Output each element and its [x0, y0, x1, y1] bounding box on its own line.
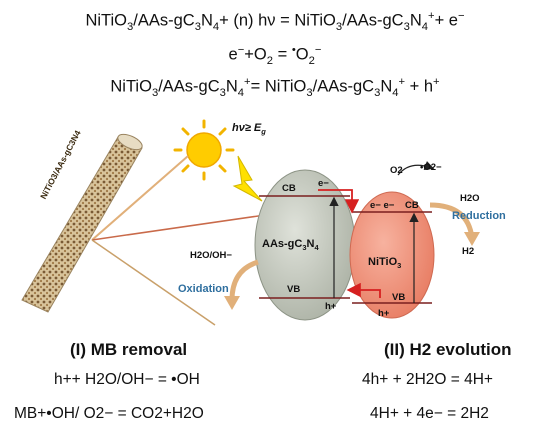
- o2-reduction-arrow: [397, 161, 435, 176]
- section-mb-eq1: h++ H2O/OH− = •OH: [54, 371, 200, 388]
- nto-electrons-label: e− e−: [370, 200, 395, 211]
- equation-hole: NiTiO3/AAs-gC3N4+= NiTiO3/AAs-gC3N4+ + h…: [110, 76, 440, 99]
- o2-label: O2: [390, 165, 403, 176]
- gcn-cb-label: CB: [282, 183, 296, 194]
- sun-icon: [173, 119, 235, 181]
- gcn-hole-label: h+: [325, 301, 337, 312]
- nitio3-particle: [349, 191, 435, 319]
- nto-cb-label: CB: [405, 200, 419, 211]
- superoxide-label: •O2−: [420, 162, 442, 173]
- section-mb-removal-title: (I) MB removal: [70, 340, 188, 359]
- oxidation-label: Oxidation: [178, 283, 229, 295]
- equation-superoxide: e−+O2 = •O2−: [228, 44, 322, 67]
- light-ray-lower: [91, 239, 216, 326]
- gcn-electron-label: e−: [318, 178, 329, 189]
- electron-transfer-arrow: [318, 189, 360, 214]
- catalyst-rod: [21, 133, 143, 313]
- hole-transfer-arrow: [346, 282, 381, 298]
- light-ray-to-particle: [91, 214, 266, 241]
- light-ray-upper: [91, 155, 189, 241]
- equation-photoexcitation: NiTiO3/AAs-gC3N4+ (n) hν = NiTiO3/AAs-gC…: [85, 10, 465, 33]
- oxidation-arrowhead: [224, 296, 240, 310]
- h2o-label: H2O: [460, 193, 480, 204]
- nto-name-label: NiTiO3: [368, 256, 402, 271]
- nto-hole-label: h+: [378, 308, 390, 319]
- reduction-label: Reduction: [452, 210, 506, 222]
- nto-vb-label: VB: [392, 292, 406, 303]
- gcn-name-label: AAs-gC3N4: [262, 238, 319, 253]
- section-mb-eq2: MB+•OH/ O2− = CO2+H2O: [14, 405, 204, 422]
- section-h2-title: (II) H2 evolution: [384, 340, 512, 359]
- light-energy-label: hν≥ Eg: [232, 122, 266, 137]
- lightning-bolt-icon: [232, 155, 263, 202]
- h2-label: H2: [462, 246, 475, 257]
- oxidation-arrow: [229, 259, 259, 301]
- reduction-arrowhead: [464, 232, 480, 246]
- gcn-vb-label: VB: [287, 284, 301, 295]
- h2o-oh-label: H2O/OH−: [190, 250, 232, 261]
- section-h2-eq2: 4H+ + 4e− = 2H2: [370, 405, 489, 422]
- section-h2-eq1: 4h+ + 2H2O = 4H+: [362, 371, 493, 388]
